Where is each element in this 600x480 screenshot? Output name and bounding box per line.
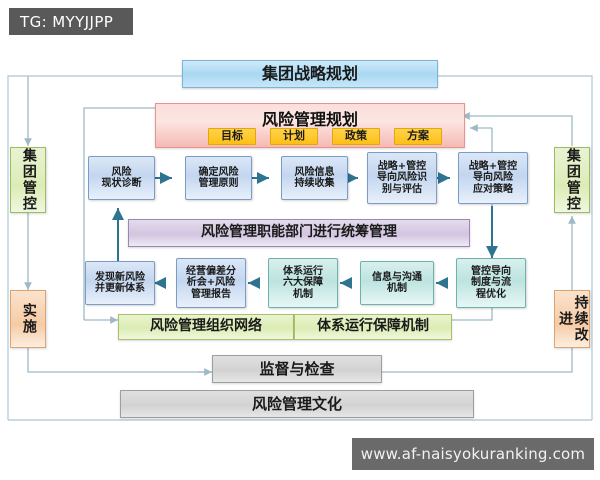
coordination-bar: 风险管理职能部门进行统筹管理 bbox=[128, 219, 470, 247]
chip-objective: 目标 bbox=[208, 128, 256, 145]
side-left-implementation: 实施 bbox=[10, 290, 46, 348]
process-info-communication: 信息与沟通 机制 bbox=[360, 261, 434, 305]
process-discover-new-risk: 发现新风险 并更新体系 bbox=[85, 261, 155, 305]
process-identify-assess: 战略+管控 导向风险识 别与评估 bbox=[367, 152, 437, 204]
process-risk-diagnosis: 风险 现状诊断 bbox=[88, 156, 155, 200]
chip-policy: 政策 bbox=[332, 128, 380, 145]
side-right-group-control: 集团管控 bbox=[554, 147, 590, 213]
process-deviation-report: 经营偏差分 析会+风险 管理报告 bbox=[176, 258, 246, 308]
top-strategy-bar: 集团战略规划 bbox=[182, 60, 438, 88]
process-response-strategy: 战略+管控 导向风险 应对策略 bbox=[458, 152, 528, 204]
process-define-principles: 确定风险 管理原则 bbox=[185, 156, 252, 200]
support-bar-organization-network: 风险管理组织网络 bbox=[118, 314, 294, 340]
risk-planning-title: 风险管理规划 bbox=[261, 110, 358, 129]
chip-scheme: 方案 bbox=[394, 128, 442, 145]
process-six-guarantees: 体系运行 六大保障 机制 bbox=[268, 258, 338, 308]
watermark: www.af-naisyokuranking.com bbox=[352, 438, 594, 470]
culture-bar: 风险管理文化 bbox=[120, 390, 474, 418]
process-collect-info: 风险信息 持续收集 bbox=[281, 156, 348, 200]
side-left-group-control: 集团管控 bbox=[10, 147, 46, 213]
side-right-continuous-improvement: 持续改进 bbox=[554, 290, 590, 348]
process-system-optimization: 管控导向 制度与流 程优化 bbox=[456, 258, 526, 308]
supervision-bar: 监督与检查 bbox=[212, 355, 382, 383]
tg-tag: TG: MYYJJPP bbox=[9, 8, 133, 35]
support-bar-operation-guarantee: 体系运行保障机制 bbox=[294, 314, 452, 340]
chip-plan: 计划 bbox=[270, 128, 318, 145]
risk-planning-block: 风险管理规划 目标 计划 政策 方案 bbox=[155, 103, 465, 148]
